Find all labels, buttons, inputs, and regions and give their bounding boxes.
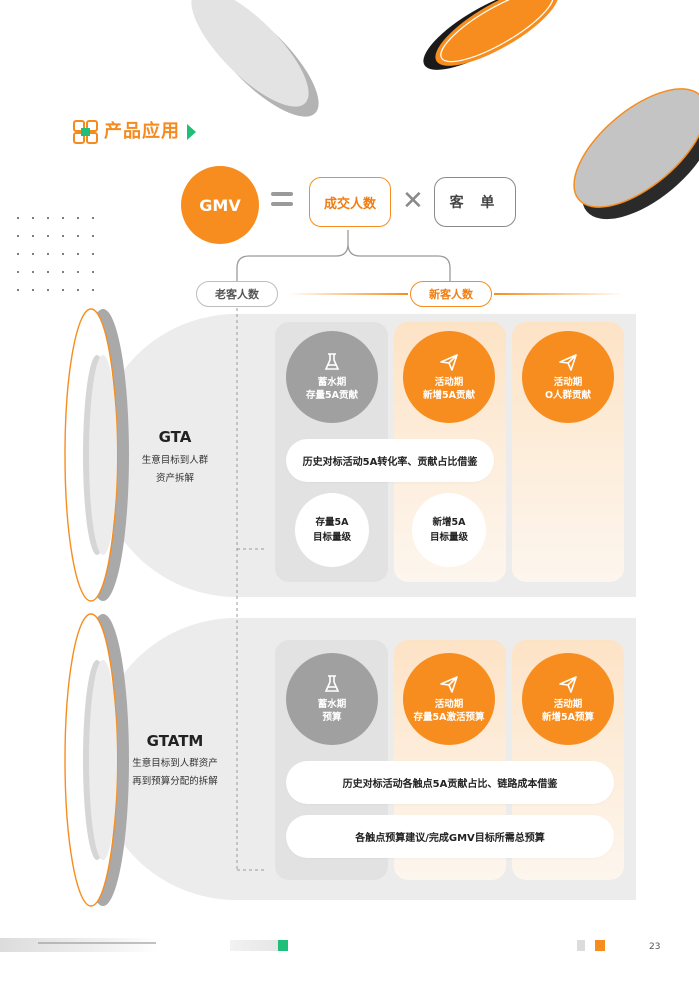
footer-orange-marker [595, 940, 605, 951]
brace-connector [236, 230, 451, 281]
old-customers-pill: 老客人数 [196, 281, 278, 307]
decorative-disc-gray [191, 0, 319, 117]
gta-desc-line1: 生意目标到人群 [141, 455, 209, 466]
gta-new-label-1: 活动期 [434, 377, 464, 388]
paper-plane-icon [559, 676, 577, 693]
multiply-icon: ✕ [402, 186, 424, 216]
decorative-dot-grid [17, 217, 94, 291]
footer-bar-left-line [38, 942, 156, 944]
gtatm-storage-label-1: 蓄水期 [317, 699, 347, 710]
footer-green-marker [278, 940, 288, 951]
report-grid-icon [73, 120, 98, 144]
gta-new-circle: 活动期 新增5A贡献 [403, 331, 495, 423]
gta-history-bar: 历史对标活动5A转化率、贡献占比借鉴 [286, 439, 494, 482]
gta-storage-target: 存量5A 目标量级 [295, 493, 369, 567]
gta-new-label-2: 新增5A贡献 [423, 390, 475, 401]
gtatm-desc-line1: 生意目标到人群资产 [132, 758, 218, 769]
gmv-circle: GMV [181, 166, 259, 244]
new-customers-pill: 新客人数 [410, 281, 492, 307]
gta-ring [64, 308, 129, 602]
decorative-disc-orange [423, 0, 559, 70]
gta-storage-target-1: 存量5A [315, 517, 349, 528]
orange-guide-line-left [288, 293, 408, 295]
gtatm-new-label-2: 新增5A预算 [542, 712, 594, 723]
gta-title: GTA [158, 428, 192, 446]
gtatm-budget-bar: 各触点预算建议/完成GMV目标所需总预算 [286, 815, 614, 858]
title-arrow-icon [187, 124, 196, 140]
gta-storage-circle: 蓄水期 存量5A贡献 [286, 331, 378, 423]
gta-zero-label-1: 活动期 [553, 377, 583, 388]
gta-zero-label-2: O人群贡献 [544, 390, 592, 401]
gtatm-activation-label-1: 活动期 [434, 699, 464, 710]
page-number: 23 [649, 942, 661, 952]
gtatm-title: GTATM [146, 732, 204, 750]
paper-plane-icon [559, 354, 577, 371]
gta-new-target: 新增5A 目标量级 [412, 493, 486, 567]
gta-storage-label-2: 存量5A贡献 [306, 390, 358, 401]
gta-new-target-2: 目标量级 [429, 532, 468, 543]
paper-plane-icon [440, 354, 458, 371]
equals-icon [271, 192, 293, 210]
gta-storage-target-2: 目标量级 [312, 532, 351, 543]
gtatm-activation-circle: 活动期 存量5A激活预算 [403, 653, 495, 745]
gtatm-ring [64, 613, 129, 907]
deal-count-box: 成交人数 [309, 177, 391, 227]
orange-guide-line-right [494, 293, 624, 295]
beaker-icon [324, 353, 340, 370]
dashed-guide [236, 308, 264, 871]
paper-plane-icon [440, 676, 458, 693]
gtatm-storage-circle: 蓄水期 预算 [286, 653, 378, 745]
section-title: 产品应用 [104, 121, 180, 142]
footer-gray-marker [577, 940, 585, 951]
gta-zero-circle: 活动期 O人群贡献 [522, 331, 614, 423]
gtatm-storage-label-2: 预算 [322, 712, 342, 723]
gtatm-new-circle: 活动期 新增5A预算 [522, 653, 614, 745]
gta-desc-line2: 资产拆解 [155, 473, 194, 484]
decorative-disc-right [573, 88, 699, 220]
footer-bar-middle [230, 940, 286, 951]
gtatm-history-bar: 历史对标活动各触点5A贡献占比、链路成本借鉴 [286, 761, 614, 804]
unit-price-box: 客 单 [434, 177, 516, 227]
gta-storage-label-1: 蓄水期 [317, 377, 347, 388]
footer-bar-left [0, 938, 158, 952]
gtatm-new-label-1: 活动期 [553, 699, 583, 710]
beaker-icon [324, 675, 340, 692]
gta-new-target-1: 新增5A [432, 517, 466, 528]
gtatm-desc-line2: 再到预算分配的拆解 [132, 776, 218, 787]
gtatm-activation-label-2: 存量5A激活预算 [413, 712, 485, 723]
